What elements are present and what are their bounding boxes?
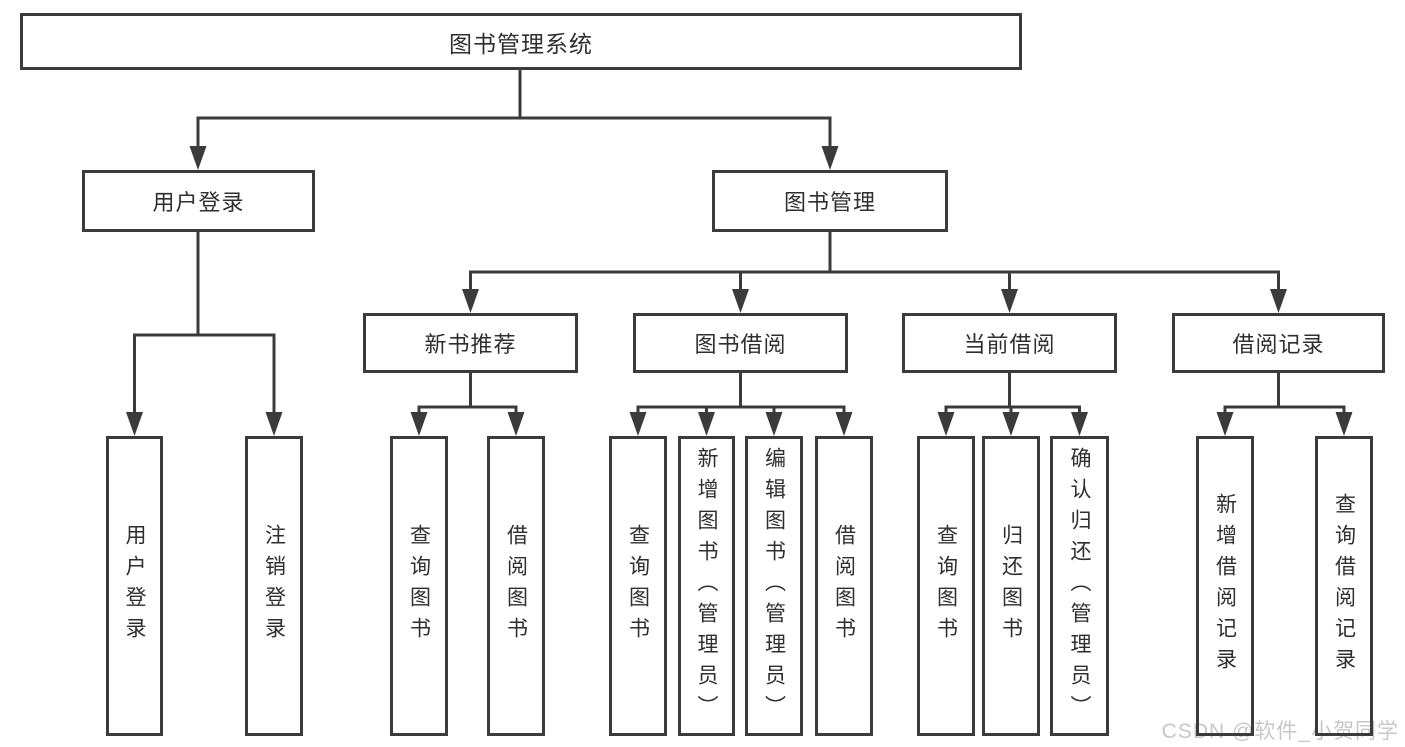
leaf-borrow-book-1: 借阅图书: [487, 436, 545, 736]
node-label: 图书借阅: [694, 332, 787, 357]
arrowheads: [126, 146, 1353, 436]
leaf-edit-book-admin: 编辑图书（管理员）: [745, 436, 803, 736]
leaf-query-book-1: 查询图书: [390, 436, 448, 736]
leaf-label: 新增图书（管理员）: [695, 446, 718, 726]
leaf-add-book-admin: 新增图书（管理员）: [678, 436, 735, 736]
leaf-query-borrow-record: 查询借阅记录: [1315, 436, 1373, 736]
leaf-label: 借阅图书: [504, 524, 528, 648]
node-user-login: 用户登录: [82, 170, 315, 232]
node-borrow-records: 借阅记录: [1172, 313, 1385, 373]
node-label: 图书管理: [783, 190, 876, 215]
leaf-label: 注销登录: [262, 524, 286, 648]
leaf-label: 用户登录: [123, 524, 146, 648]
node-new-book-recommend: 新书推荐: [363, 313, 578, 373]
leaf-label: 确认归还（管理员）: [1068, 446, 1091, 726]
leaf-label: 编辑图书（管理员）: [762, 446, 786, 726]
leaf-label: 查询图书: [934, 524, 958, 648]
leaf-query-book-2: 查询图书: [609, 436, 667, 736]
node-book-management: 图书管理: [712, 170, 948, 232]
node-label: 图书管理系统: [449, 30, 593, 57]
leaf-query-book-3: 查询图书: [917, 436, 975, 736]
leaf-return-book: 归还图书: [982, 436, 1040, 736]
leaf-confirm-return-admin: 确认归还（管理员）: [1050, 436, 1109, 736]
node-label: 新书推荐: [424, 332, 517, 357]
node-current-borrow: 当前借阅: [902, 313, 1117, 373]
leaf-user-login: 用户登录: [106, 436, 163, 736]
leaf-add-borrow-record: 新增借阅记录: [1196, 436, 1254, 736]
csdn-watermark: CSDN @软件_小贺同学: [1161, 720, 1399, 743]
leaf-label: 查询图书: [626, 524, 650, 648]
leaf-label: 归还图书: [999, 524, 1023, 648]
leaf-label: 查询借阅记录: [1332, 493, 1356, 679]
leaf-label: 新增借阅记录: [1213, 493, 1237, 679]
leaf-label: 查询图书: [407, 524, 431, 648]
node-label: 用户登录: [152, 190, 245, 215]
leaf-logout: 注销登录: [245, 436, 303, 736]
node-label: 借阅记录: [1232, 332, 1325, 357]
node-label: 当前借阅: [963, 332, 1056, 357]
node-book-borrow: 图书借阅: [633, 313, 848, 373]
leaf-borrow-book-2: 借阅图书: [815, 436, 873, 736]
node-root-system: 图书管理系统: [20, 13, 1022, 70]
leaf-label: 借阅图书: [832, 524, 856, 648]
